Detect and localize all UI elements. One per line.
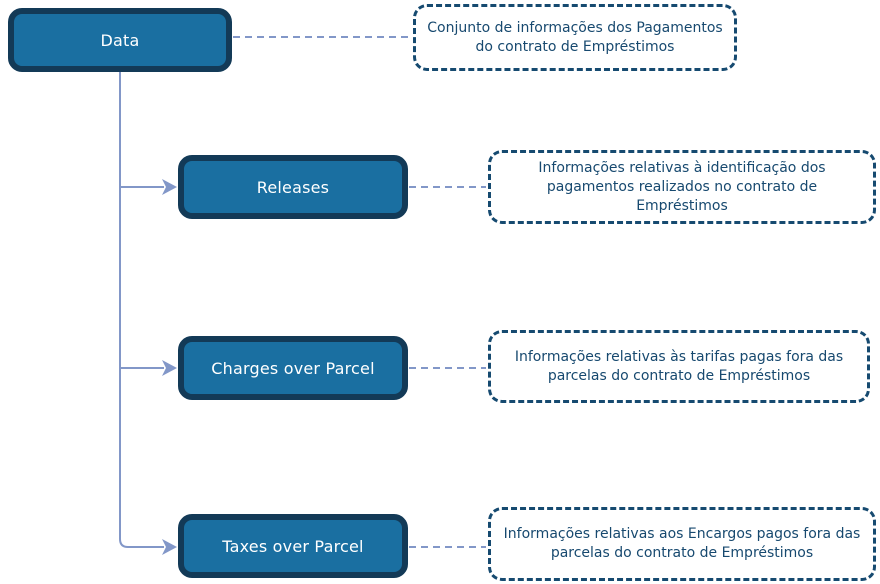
node-releases: Releases [178, 155, 408, 219]
note-data: Conjunto de informações dos Pagamentos d… [413, 4, 737, 71]
note-taxes-over-parcel: Informações relativas aos Encargos pagos… [488, 507, 876, 581]
note-releases-text: Informações relativas à identificação do… [538, 159, 826, 214]
node-taxes-over-parcel: Taxes over Parcel [178, 514, 408, 578]
node-taxes-over-parcel-label: Taxes over Parcel [222, 536, 364, 556]
node-charges-over-parcel: Charges over Parcel [178, 336, 408, 400]
arrowhead-releases-icon [162, 179, 177, 195]
node-data: Data [8, 8, 232, 72]
note-charges-over-parcel-text: Informações relativas às tarifas pagas f… [514, 348, 844, 384]
node-charges-over-parcel-label: Charges over Parcel [211, 358, 375, 378]
node-data-label: Data [100, 30, 140, 50]
arrowhead-charges-icon [162, 360, 177, 376]
tree-trunk-line [119, 72, 164, 548]
note-taxes-over-parcel-text: Informações relativas aos Encargos pagos… [503, 526, 861, 561]
arrowhead-taxes-icon [162, 539, 177, 555]
note-charges-over-parcel: Informações relativas às tarifas pagas f… [488, 330, 870, 403]
node-releases-label: Releases [256, 177, 330, 197]
note-releases: Informações relativas à identificação do… [488, 150, 876, 224]
note-data-text: Conjunto de informações dos Pagamentos d… [427, 19, 723, 55]
